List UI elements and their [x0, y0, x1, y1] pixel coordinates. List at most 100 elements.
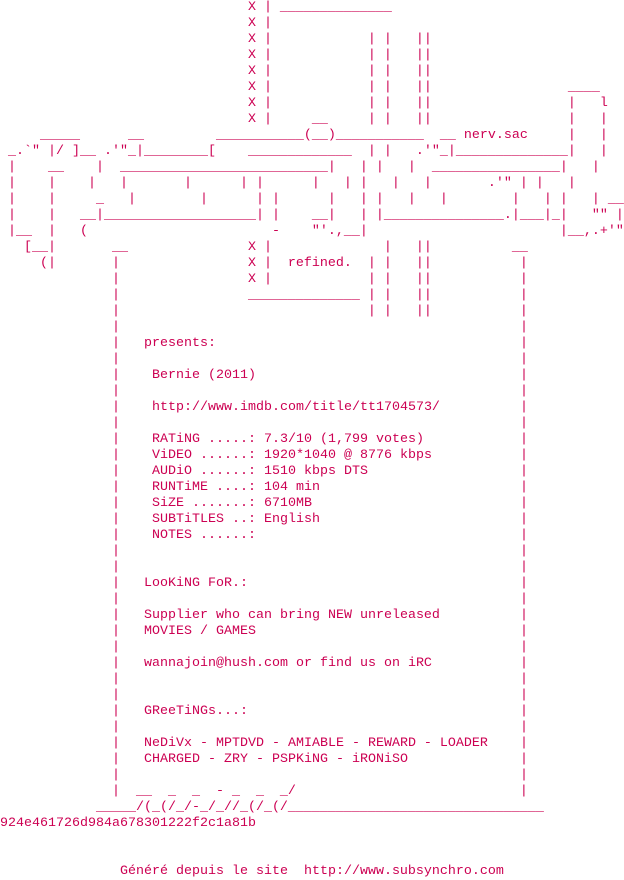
frame-left-border: | — [112, 384, 120, 399]
frame-left-border: | — [112, 672, 120, 687]
frame-right-border: | — [520, 320, 528, 335]
info-value: 1510 kbps DTS — [264, 464, 368, 479]
frame-left-border: | — [112, 416, 120, 431]
frame-right-border: | — [520, 384, 528, 399]
frame-left-border: | — [112, 352, 120, 367]
info-value: 6710MB — [264, 496, 312, 511]
frame-left-border: | — [112, 544, 120, 559]
footer-source-text: Généré depuis le site http://www.subsync… — [120, 864, 504, 879]
info-value: English — [264, 512, 320, 527]
logo-ascii-line: _____ __ ___________(__)___________ __ n… — [0, 128, 608, 143]
frame-right-border: | — [520, 672, 528, 687]
logo-ascii-line: X | | | || ____ — [0, 80, 600, 95]
info-value: 7.3/10 (1,799 votes) — [264, 432, 424, 447]
frame-right-border: | — [520, 752, 528, 767]
logo-ascii-line: X | | | || | l — [0, 96, 608, 111]
frame-right-border: | — [520, 608, 528, 623]
info-value: 1920*1040 @ 8776 kbps — [264, 448, 432, 463]
logo-ascii-line: | ______________ | | || | — [0, 288, 528, 303]
supplier-items: MOVIES / GAMES — [144, 624, 256, 639]
signature-ascii-line: | __ _ _ - _ _ _/ | — [0, 784, 528, 799]
frame-left-border: | — [112, 560, 120, 575]
frame-right-border: | — [520, 512, 528, 527]
frame-left-border: | — [112, 640, 120, 655]
frame-right-border: | — [520, 720, 528, 735]
logo-ascii-line: [__| __ X | | || __ — [0, 240, 528, 255]
frame-left-border: | — [112, 512, 120, 527]
logo-ascii-line: |__ | ( - "'.,__| |__,.+'" — [0, 224, 624, 239]
frame-left-border: | — [112, 624, 120, 639]
frame-left-border: | — [112, 688, 120, 703]
info-label: SiZE .......: — [152, 496, 256, 511]
frame-right-border: | — [520, 496, 528, 511]
frame-left-border: | — [112, 656, 120, 671]
frame-left-border: | — [112, 704, 120, 719]
frame-right-border: | — [520, 592, 528, 607]
frame-left-border: | — [112, 448, 120, 463]
frame-right-border: | — [520, 688, 528, 703]
frame-left-border: | — [112, 480, 120, 495]
release-hash: 924e461726d984a678301222f2c1a81b — [0, 816, 256, 831]
info-label: NOTES ......: — [152, 528, 256, 543]
logo-ascii-line: | | | | | | | | | | | | .'" | | | — [0, 176, 576, 191]
frame-right-border: | — [520, 416, 528, 431]
presents-label: presents: — [144, 336, 216, 351]
frame-left-border: | — [112, 528, 120, 543]
frame-left-border: | — [112, 752, 120, 767]
frame-right-border: | — [520, 560, 528, 575]
logo-ascii-line: | __ | __________________________| | | |… — [0, 160, 600, 175]
logo-ascii-line: _.`" |/ ]__ .'"_|________[ _____________… — [0, 144, 608, 159]
logo-ascii-line: X | — [0, 16, 272, 31]
frame-right-border: | — [520, 336, 528, 351]
frame-right-border: | — [520, 640, 528, 655]
logo-ascii-line: X | | | || — [0, 64, 432, 79]
frame-right-border: | — [520, 352, 528, 367]
frame-right-border: | — [520, 368, 528, 383]
release-title: Bernie (2011) — [152, 368, 256, 383]
frame-right-border: | — [520, 544, 528, 559]
greetings-groups: CHARGED - ZRY - PSPKiNG - iRONiSO — [144, 752, 408, 767]
frame-left-border: | — [112, 768, 120, 783]
logo-ascii-line: X | __ | | || | | — [0, 112, 608, 127]
frame-left-border: | — [112, 432, 120, 447]
logo-ascii-line: | | | || | — [0, 304, 528, 319]
info-label: RATiNG .....: — [152, 432, 256, 447]
frame-right-border: | — [520, 576, 528, 591]
supplier-text: Supplier who can bring NEW unreleased — [144, 608, 440, 623]
info-label: ViDEO ......: — [152, 448, 256, 463]
frame-left-border: | — [112, 368, 120, 383]
frame-right-border: | — [520, 464, 528, 479]
logo-ascii-line: X | | | || — [0, 48, 432, 63]
frame-right-border: | — [520, 480, 528, 495]
frame-right-border: | — [520, 528, 528, 543]
logo-ascii-line: X | ______________ — [0, 0, 392, 15]
frame-left-border: | — [112, 576, 120, 591]
logo-ascii-line: | | _ | | | | | | | | | | | | | __ — [0, 192, 624, 207]
greetings-heading: GReeTiNGs...: — [144, 704, 248, 719]
info-value: 104 min — [264, 480, 320, 495]
frame-right-border: | — [520, 656, 528, 671]
frame-right-border: | — [520, 448, 528, 463]
logo-ascii-line: X | | | || — [0, 32, 432, 47]
signature-ascii-line: _____/(_(/_/-_/_//_(/_(/________________… — [0, 800, 544, 815]
info-label: SUBTiTLES ..: — [152, 512, 256, 527]
frame-right-border: | — [520, 736, 528, 751]
frame-left-border: | — [112, 720, 120, 735]
frame-right-border: | — [520, 768, 528, 783]
frame-left-border: | — [112, 592, 120, 607]
greetings-groups: NeDiVx - MPTDVD - AMIABLE - REWARD - LOA… — [144, 736, 488, 751]
info-label: AUDiO ......: — [152, 464, 256, 479]
frame-left-border: | — [112, 608, 120, 623]
frame-left-border: | — [112, 496, 120, 511]
info-label: RUNTiME ....: — [152, 480, 256, 495]
frame-right-border: | — [520, 400, 528, 415]
frame-left-border: | — [112, 464, 120, 479]
imdb-url: http://www.imdb.com/title/tt1704573/ — [152, 400, 440, 415]
frame-left-border: | — [112, 320, 120, 335]
frame-right-border: | — [520, 624, 528, 639]
frame-right-border: | — [520, 704, 528, 719]
frame-left-border: | — [112, 400, 120, 415]
logo-ascii-line: | X | | | || | — [0, 272, 528, 287]
logo-ascii-line: (| | X | refined. | | || | — [0, 256, 528, 271]
